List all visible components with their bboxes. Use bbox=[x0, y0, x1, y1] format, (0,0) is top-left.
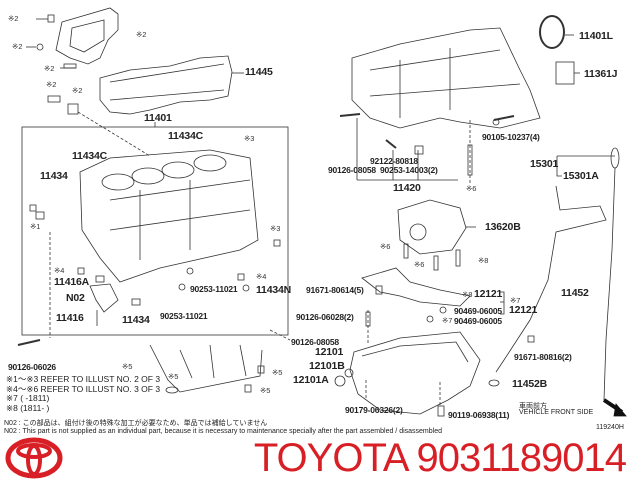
ref-mark-6: ※6 bbox=[414, 260, 425, 269]
ref-mark-3: ※3 bbox=[270, 224, 281, 233]
part-label-90253-11021[interactable]: 90253-11021 bbox=[160, 311, 208, 321]
ref-mark-2: ※2 bbox=[12, 42, 23, 51]
footnote-line: ※1～※3 REFER TO ILLUST NO. 2 OF 3 bbox=[6, 374, 161, 384]
part-label-90126-06026[interactable]: 90126-06026 bbox=[8, 362, 56, 372]
part-label-90179-06326[interactable]: 90179-06326(2) bbox=[345, 405, 403, 415]
n02-note-jp: N02 : この部品は、組付け後の特殊な加工が必要なため、単品では補給していませ… bbox=[4, 420, 268, 427]
part-label-12121[interactable]: 12121 bbox=[474, 288, 503, 300]
ref-mark-5: ※5 bbox=[168, 372, 179, 381]
part-label-90126-06028[interactable]: 90126-06028(2) bbox=[296, 312, 354, 322]
ref-mark-4: ※4 bbox=[54, 266, 65, 275]
footnote-line: ※7 ( -1811) bbox=[6, 393, 50, 403]
part-label-12101B[interactable]: 12101B bbox=[309, 360, 345, 372]
toyota-logo-icon bbox=[5, 437, 63, 479]
ref-mark-2: ※2 bbox=[46, 80, 57, 89]
part-label-90105-10237[interactable]: 90105-10237(4) bbox=[482, 132, 540, 142]
brand-part-number: TOYOTA 9031189014 bbox=[253, 436, 627, 480]
ref-mark-5: ※5 bbox=[122, 362, 133, 371]
part-label-90469-06005[interactable]: 90469-06005 bbox=[454, 306, 502, 316]
ref-mark-8: ※8 bbox=[478, 256, 489, 265]
part-label-90253-11021[interactable]: 90253-11021 bbox=[190, 284, 238, 294]
ref-mark-7: ※7 bbox=[510, 296, 521, 305]
direction-label-en: VEHICLE FRONT SIDE bbox=[519, 409, 594, 416]
ref-mark-3: ※3 bbox=[244, 134, 255, 143]
ref-mark-2: ※2 bbox=[8, 14, 19, 23]
ref-mark-6: ※6 bbox=[466, 184, 477, 193]
direction-label-jp: 車両前方 bbox=[519, 403, 547, 410]
part-label-15301[interactable]: 15301 bbox=[530, 158, 559, 170]
diagram-code: 119240H bbox=[596, 424, 624, 431]
ref-mark-2: ※2 bbox=[136, 30, 147, 39]
part-label-11401[interactable]: 11401 bbox=[144, 112, 172, 124]
part-label-11401L[interactable]: 11401L bbox=[579, 30, 613, 42]
ref-mark-5: ※5 bbox=[272, 368, 283, 377]
ref-mark-2: ※2 bbox=[72, 86, 83, 95]
part-label-11361J[interactable]: 11361J bbox=[584, 68, 618, 80]
ref-mark-6: ※6 bbox=[380, 242, 391, 251]
part-label-12101[interactable]: 12101 bbox=[315, 346, 344, 358]
part-label-11434N[interactable]: 11434N bbox=[256, 284, 292, 296]
part-label-91671-80614[interactable]: 91671-80614(5) bbox=[306, 285, 364, 295]
part-label-90469-06005[interactable]: 90469-06005 bbox=[454, 316, 502, 326]
part-label-11434[interactable]: 11434 bbox=[40, 170, 68, 182]
part-label-90119-06938[interactable]: 90119-06938(11) bbox=[448, 410, 510, 420]
part-label-91671-80816[interactable]: 91671-80816(2) bbox=[514, 352, 572, 362]
footnote-line: ※8 (1811- ) bbox=[6, 403, 50, 413]
part-label-12101A[interactable]: 12101A bbox=[293, 374, 329, 386]
ref-mark-7: ※7 bbox=[442, 316, 453, 325]
part-label-11452B[interactable]: 11452B bbox=[512, 378, 548, 390]
n02-note-en: N02 : This part is not supplied as an in… bbox=[4, 428, 442, 435]
ref-mark-5: ※5 bbox=[260, 386, 271, 395]
ref-mark-2: ※2 bbox=[44, 64, 55, 73]
part-label-N02[interactable]: N02 bbox=[66, 292, 85, 304]
part-label-90253-14003[interactable]: 90253-14003(2) bbox=[380, 165, 438, 175]
part-label-11416[interactable]: 11416 bbox=[56, 312, 84, 324]
part-label-12121[interactable]: 12121 bbox=[509, 304, 538, 316]
footnote-line: ※4～※6 REFER TO ILLUST NO. 3 OF 3 bbox=[6, 384, 161, 394]
part-label-11434C[interactable]: 11434C bbox=[72, 150, 108, 162]
part-label-11445[interactable]: 11445 bbox=[245, 66, 273, 78]
part-label-13620B[interactable]: 13620B bbox=[485, 221, 521, 233]
part-label-11416A[interactable]: 11416A bbox=[54, 276, 90, 288]
part-label-90126-08058[interactable]: 90126-08058 bbox=[328, 165, 376, 175]
part-label-92122-80818[interactable]: 92122-80818 bbox=[370, 156, 418, 166]
ref-mark-4: ※4 bbox=[256, 272, 267, 281]
part-label-15301A[interactable]: 15301A bbox=[563, 170, 599, 182]
part-label-90126-08058[interactable]: 90126-08058 bbox=[291, 337, 339, 347]
part-label-11452[interactable]: 11452 bbox=[561, 287, 589, 299]
ref-mark-8: ※8 bbox=[462, 290, 473, 299]
part-label-11434[interactable]: 11434 bbox=[122, 314, 150, 326]
part-label-11434C[interactable]: 11434C bbox=[168, 130, 204, 142]
ref-mark-1: ※1 bbox=[30, 222, 41, 231]
part-label-11420[interactable]: 11420 bbox=[393, 182, 421, 194]
